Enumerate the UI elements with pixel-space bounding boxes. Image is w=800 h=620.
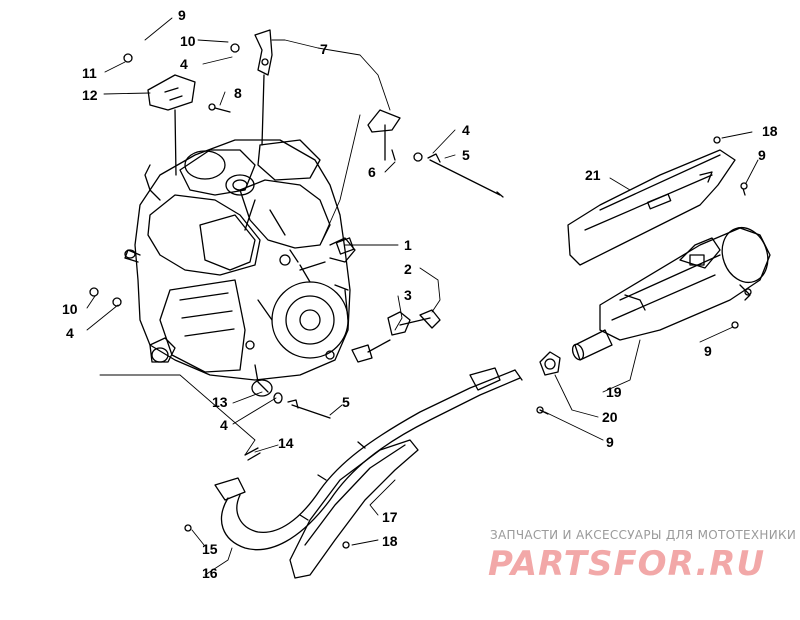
callout-18: 18 bbox=[762, 123, 778, 139]
mount-plate bbox=[367, 109, 401, 161]
header-pipe bbox=[214, 367, 523, 551]
callout-1: 1 bbox=[404, 237, 412, 253]
callout-8: 8 bbox=[234, 85, 242, 101]
callout-4: 4 bbox=[220, 417, 228, 433]
sensor-bracket bbox=[351, 309, 441, 363]
callout-6: 6 bbox=[368, 164, 376, 180]
callout-4: 4 bbox=[180, 56, 188, 72]
callout-13: 13 bbox=[212, 394, 228, 410]
callout-7: 7 bbox=[320, 41, 328, 57]
callout-12: 12 bbox=[82, 87, 98, 103]
callout-4: 4 bbox=[462, 122, 470, 138]
callout-10: 10 bbox=[180, 33, 196, 49]
callout-10: 10 bbox=[62, 301, 78, 317]
callout-18: 18 bbox=[382, 533, 398, 549]
callout-5: 5 bbox=[462, 147, 470, 163]
callout-9: 9 bbox=[178, 7, 186, 23]
callout-15: 15 bbox=[202, 541, 218, 557]
callout-19: 19 bbox=[606, 384, 622, 400]
callout-20: 20 bbox=[602, 409, 618, 425]
engine-mount-bracket bbox=[147, 74, 196, 176]
callout-9: 9 bbox=[758, 147, 766, 163]
screw-18-top bbox=[713, 136, 721, 144]
watermark-tagline: ЗАПЧАСТИ И АКСЕССУАРЫ ДЛЯ МОТОТЕХНИКИ bbox=[490, 528, 797, 542]
callout-17: 17 bbox=[382, 509, 398, 525]
callout-11: 11 bbox=[82, 65, 97, 81]
heat-shield-upper bbox=[567, 149, 736, 266]
callout-5: 5 bbox=[342, 394, 350, 410]
leader-lines bbox=[86, 17, 759, 576]
heat-shield-lower bbox=[289, 439, 419, 579]
callout-2: 2 bbox=[404, 261, 412, 277]
callout-14: 14 bbox=[278, 435, 294, 451]
callout-9: 9 bbox=[606, 434, 614, 450]
callout-4: 4 bbox=[66, 325, 74, 341]
long-bolt bbox=[413, 152, 504, 198]
upper-bracket bbox=[254, 29, 273, 146]
callout-16: 16 bbox=[202, 565, 218, 581]
small-fasteners bbox=[89, 43, 396, 419]
gasket bbox=[539, 351, 561, 376]
muffler bbox=[571, 226, 771, 361]
clamp-14 bbox=[244, 447, 261, 461]
callout-9: 9 bbox=[704, 343, 712, 359]
engine-assembly bbox=[124, 139, 356, 397]
callout-21: 21 bbox=[585, 167, 601, 183]
bolt-9-lower bbox=[536, 406, 544, 414]
watermark-brand: PARTSFOR.RU bbox=[488, 544, 766, 584]
callout-3: 3 bbox=[404, 287, 412, 303]
nut-15 bbox=[184, 524, 192, 532]
